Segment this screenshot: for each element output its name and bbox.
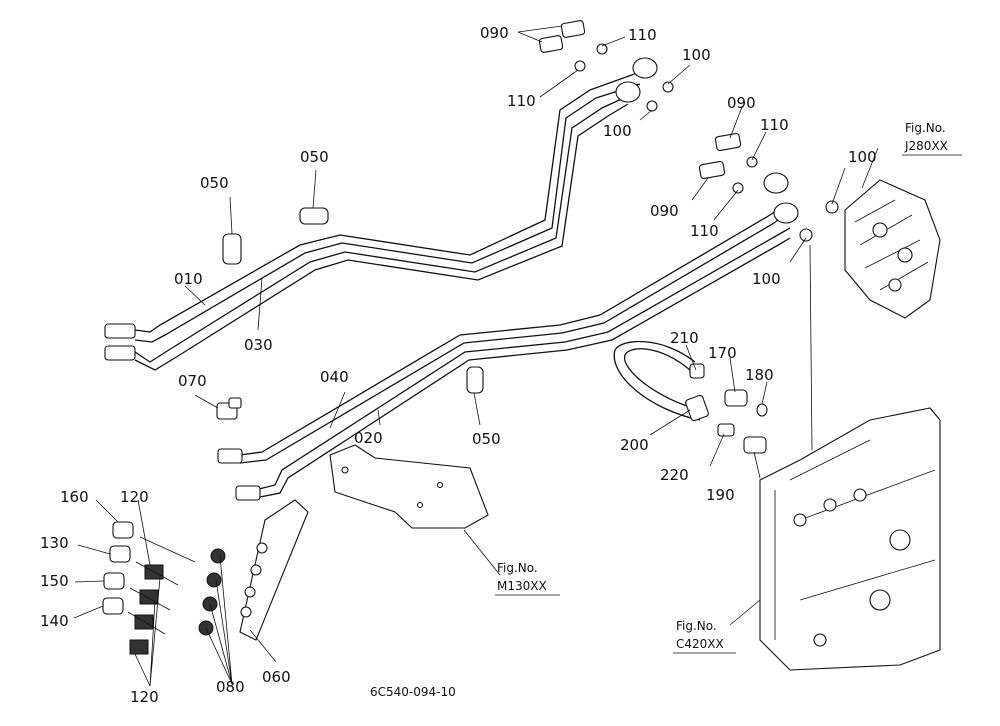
callout-010: 010 bbox=[174, 270, 203, 288]
transmission-housing-c420 bbox=[759, 407, 941, 671]
callout-100-right: 100 bbox=[848, 148, 877, 166]
figref-c420-number: C420XX bbox=[676, 637, 724, 651]
callout-080: 080 bbox=[216, 678, 245, 696]
figure-reference-m130: Fig.No. M130XX bbox=[495, 561, 560, 596]
callout-100-top-left: 100 bbox=[603, 122, 632, 140]
callout-100-top-right: 100 bbox=[682, 46, 711, 64]
control-valve-j280 bbox=[844, 179, 941, 319]
callout-200: 200 bbox=[620, 436, 649, 454]
callout-140: 140 bbox=[40, 612, 69, 630]
callout-050-left: 050 bbox=[200, 174, 229, 192]
callout-090-mid-bottom: 090 bbox=[650, 202, 679, 220]
pipe-040-020 bbox=[239, 204, 791, 499]
figure-reference-c420: Fig.No. C420XX bbox=[673, 619, 736, 654]
clamps-050 bbox=[222, 207, 484, 394]
callout-120-top: 120 bbox=[120, 488, 149, 506]
banjo-fittings-top bbox=[538, 20, 839, 242]
callout-020: 020 bbox=[354, 429, 383, 447]
pipe-010-030 bbox=[134, 71, 641, 371]
plug-070 bbox=[216, 397, 242, 420]
callout-130: 130 bbox=[40, 534, 69, 552]
callout-110-top-right: 110 bbox=[628, 26, 657, 44]
callout-050-top: 050 bbox=[300, 148, 329, 166]
hose-200-assembly bbox=[613, 340, 768, 454]
callout-190: 190 bbox=[706, 486, 735, 504]
callout-030: 030 bbox=[244, 336, 273, 354]
figref-m130-number: M130XX bbox=[497, 579, 547, 593]
callout-090-mid-top: 090 bbox=[727, 94, 756, 112]
bracket-m130 bbox=[329, 444, 489, 529]
callout-040: 040 bbox=[320, 368, 349, 386]
callout-150: 150 bbox=[40, 572, 69, 590]
figref-m130-label: Fig.No. bbox=[497, 561, 538, 575]
callout-160: 160 bbox=[60, 488, 89, 506]
figref-j280-number: J280XX bbox=[904, 139, 948, 153]
bracket-060 bbox=[239, 499, 309, 641]
figref-c420-label: Fig.No. bbox=[676, 619, 717, 633]
small-fittings bbox=[102, 521, 226, 655]
callout-090-top: 090 bbox=[480, 24, 509, 42]
leader-lines bbox=[73, 25, 879, 687]
figref-j280-label: Fig.No. bbox=[905, 121, 946, 135]
drawing-number: 6C540-094-10 bbox=[370, 685, 456, 699]
pipe-end-fittings bbox=[104, 323, 261, 501]
callout-070: 070 bbox=[178, 372, 207, 390]
callout-numbers: 090 110 110 100 100 090 110 100 090 110 … bbox=[40, 24, 877, 706]
callout-060: 060 bbox=[262, 668, 291, 686]
callout-220: 220 bbox=[660, 466, 689, 484]
callout-180: 180 bbox=[745, 366, 774, 384]
callout-120-bottom: 120 bbox=[130, 688, 159, 706]
callout-170: 170 bbox=[708, 344, 737, 362]
callout-100-lower-right: 100 bbox=[752, 270, 781, 288]
figure-reference-j280: Fig.No. J280XX bbox=[902, 121, 962, 156]
callout-110-mid-bottom: 110 bbox=[690, 222, 719, 240]
callout-210: 210 bbox=[670, 329, 699, 347]
callout-050-lower: 050 bbox=[472, 430, 501, 448]
callout-110-top-left: 110 bbox=[507, 92, 536, 110]
callout-110-mid-right: 110 bbox=[760, 116, 789, 134]
